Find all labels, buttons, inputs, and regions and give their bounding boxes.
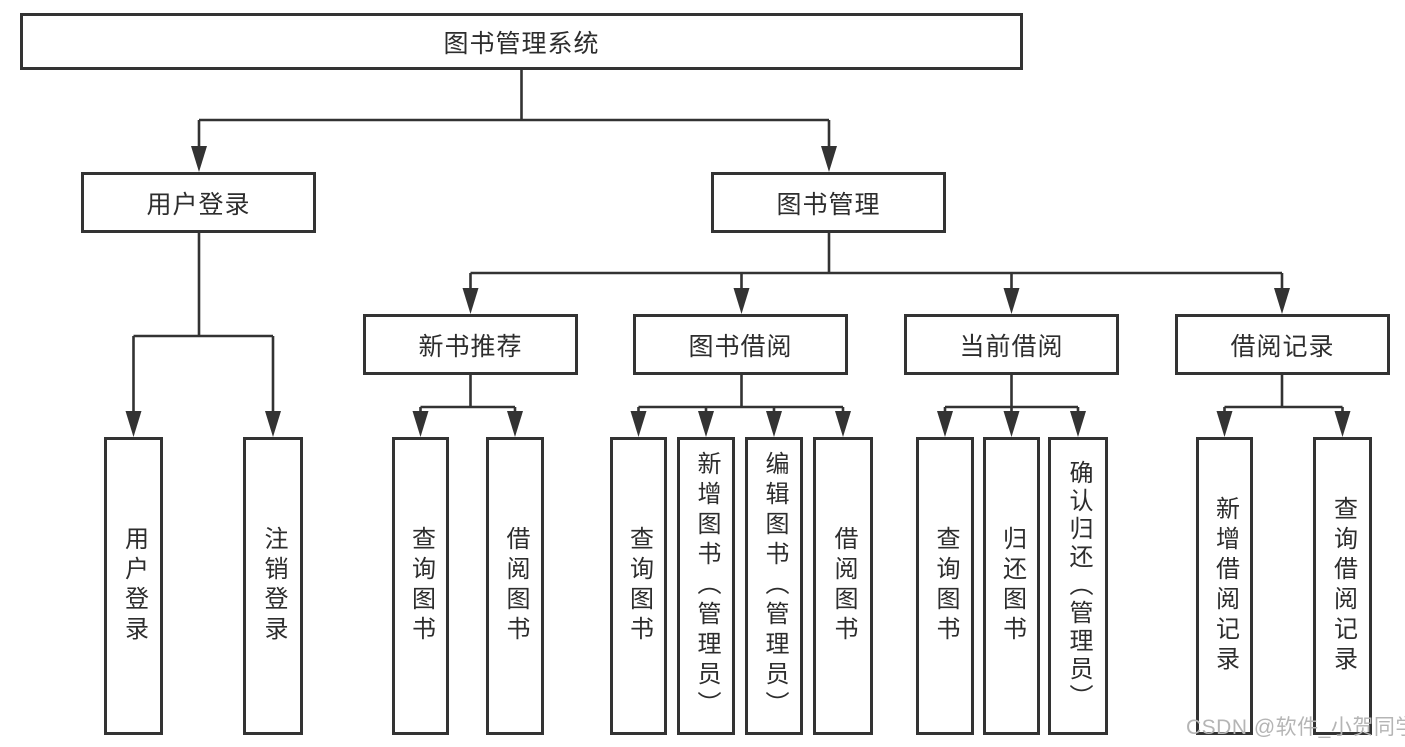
connector-borrow-to-leaves: [630, 375, 851, 437]
leaf-records-add: 新增借阅记录: [1196, 437, 1253, 735]
leaf-records-query-label: 查询借阅记录: [1329, 496, 1357, 676]
leaf-current-query-label: 查询图书: [932, 526, 959, 646]
leaf-logout-label: 注销登录: [260, 526, 287, 646]
node-user-login-branch: 用户登录: [81, 172, 316, 233]
leaf-current-confirm-return-label: 确认归还（管理员）: [1065, 460, 1092, 712]
leaf-logout: 注销登录: [243, 437, 303, 735]
node-current-borrow-module-label: 当前借阅: [959, 332, 1064, 361]
leaf-newbook-borrow: 借阅图书: [486, 437, 544, 735]
connector-new-book-to-leaves: [412, 375, 523, 437]
node-new-book-module: 新书推荐: [363, 314, 578, 375]
leaf-records-add-label: 新增借阅记录: [1211, 496, 1239, 676]
leaf-current-query: 查询图书: [916, 437, 974, 735]
leaf-borrow-edit-book: 编辑图书（管理员）: [745, 437, 803, 735]
leaf-borrow-add-book-label: 新增图书（管理员）: [693, 451, 720, 721]
node-new-book-module-label: 新书推荐: [418, 332, 523, 361]
connector-records-to-leaves: [1216, 375, 1351, 437]
leaf-records-query: 查询借阅记录: [1313, 437, 1372, 735]
leaf-current-return-label: 归还图书: [998, 526, 1026, 646]
leaf-user-login-label: 用户登录: [120, 526, 148, 646]
node-system-root: 图书管理系统: [20, 13, 1023, 70]
leaf-newbook-query: 查询图书: [392, 437, 449, 735]
leaf-borrow-query: 查询图书: [610, 437, 667, 735]
connector-root-to-branches: [191, 70, 837, 172]
node-borrow-module: 图书借阅: [633, 314, 848, 375]
node-borrow-module-label: 图书借阅: [688, 332, 793, 361]
leaf-borrow-add-book: 新增图书（管理员）: [677, 437, 735, 735]
node-book-mgmt-branch: 图书管理: [711, 172, 946, 233]
leaf-current-return: 归还图书: [983, 437, 1040, 735]
node-current-borrow-module: 当前借阅: [904, 314, 1119, 375]
connector-user-login-to-leaves: [125, 233, 281, 437]
leaf-user-login: 用户登录: [104, 437, 163, 735]
node-borrow-records-module-label: 借阅记录: [1230, 332, 1335, 361]
node-user-login-branch-label: 用户登录: [146, 190, 251, 219]
leaf-borrow-book-label: 借阅图书: [830, 526, 857, 646]
node-system-root-label: 图书管理系统: [443, 29, 600, 58]
leaf-current-confirm-return: 确认归还（管理员）: [1048, 437, 1108, 735]
leaf-borrow-edit-book-label: 编辑图书（管理员）: [761, 451, 788, 721]
connector-book-mgmt-to-modules: [462, 233, 1290, 314]
leaf-borrow-book: 借阅图书: [813, 437, 873, 735]
csdn-watermark: CSDN @软件_小贺同学: [1186, 716, 1405, 739]
node-borrow-records-module: 借阅记录: [1175, 314, 1390, 375]
leaf-newbook-borrow-label: 借阅图书: [502, 526, 529, 646]
leaf-newbook-query-label: 查询图书: [407, 526, 435, 646]
connector-current-to-leaves: [937, 375, 1086, 437]
leaf-borrow-query-label: 查询图书: [625, 526, 653, 646]
node-book-mgmt-branch-label: 图书管理: [776, 190, 881, 219]
